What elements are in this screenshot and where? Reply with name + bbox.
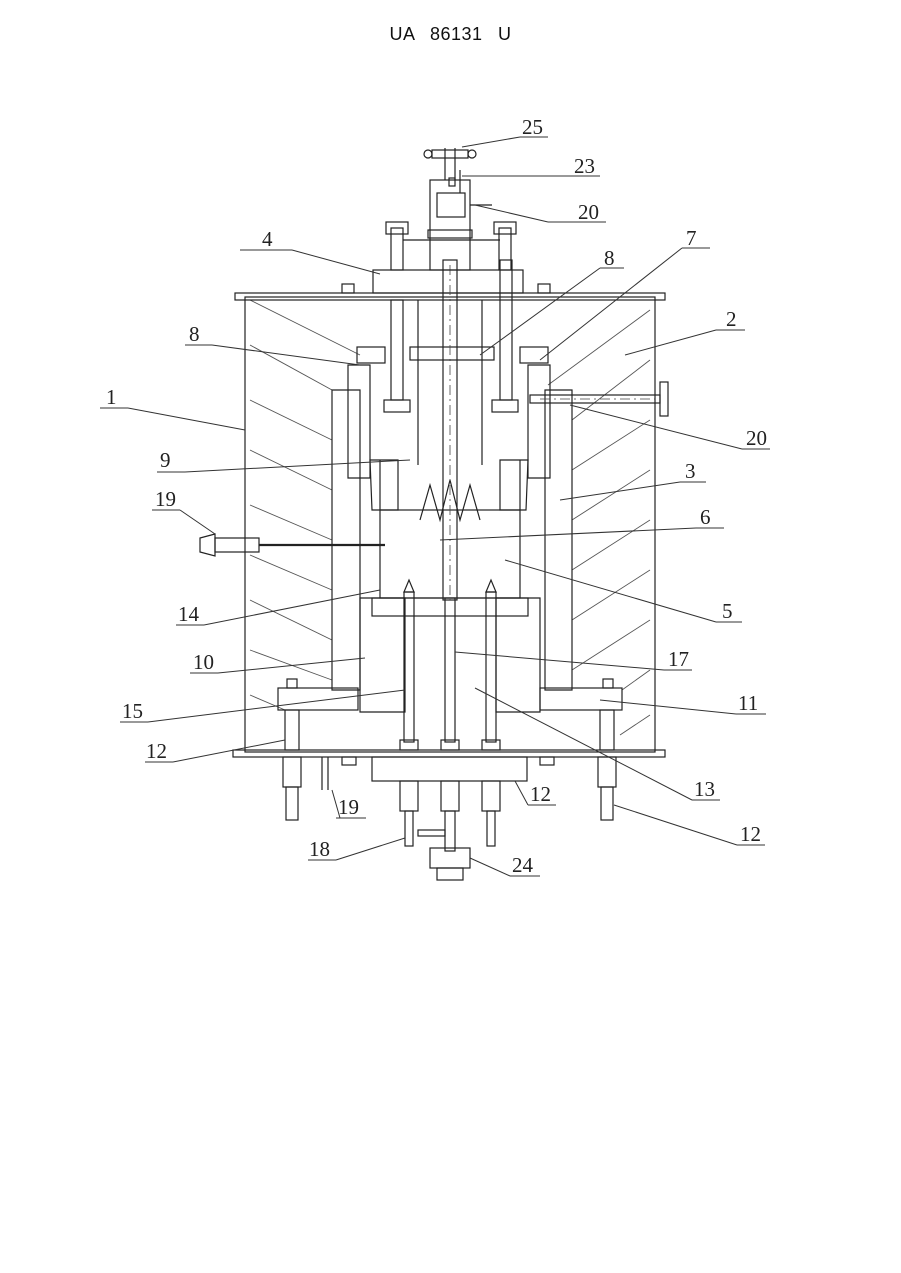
bottom-electrodes <box>400 580 500 880</box>
callout-2: 2 <box>625 307 745 355</box>
callout-labels: 25 23 20 4 7 8 8 2 1 20 9 3 19 6 14 5 10… <box>100 115 770 877</box>
callout-21: 19 <box>152 487 215 534</box>
callout-11: 11 <box>600 691 766 715</box>
callout-19: 19 <box>332 790 366 819</box>
crucible-cover-walls <box>348 347 550 478</box>
callout-18: 18 <box>308 837 405 861</box>
svg-text:10: 10 <box>193 650 214 674</box>
insulation-lining <box>332 390 572 690</box>
svg-text:2: 2 <box>726 307 737 331</box>
callout-4: 4 <box>240 227 380 274</box>
callout-12-left: 12 <box>145 739 285 763</box>
svg-text:6: 6 <box>700 505 711 529</box>
svg-text:9: 9 <box>160 448 171 472</box>
svg-text:20: 20 <box>746 426 767 450</box>
callout-3: 3 <box>560 459 706 500</box>
svg-text:20: 20 <box>578 200 599 224</box>
svg-text:24: 24 <box>512 853 534 877</box>
callout-15: 15 <box>120 690 405 723</box>
svg-text:11: 11 <box>738 691 758 715</box>
callout-1: 1 <box>100 385 245 430</box>
svg-text:14: 14 <box>178 602 200 626</box>
svg-text:23: 23 <box>574 154 595 178</box>
bottom-plate <box>233 750 665 781</box>
callout-8-left: 8 <box>185 322 360 365</box>
svg-text:25: 25 <box>522 115 543 139</box>
svg-text:19: 19 <box>155 487 176 511</box>
callout-14: 12 <box>515 781 556 806</box>
svg-text:12: 12 <box>530 782 551 806</box>
svg-text:5: 5 <box>722 599 733 623</box>
crucible <box>370 460 528 616</box>
callout-25: 25 <box>462 115 548 147</box>
svg-text:8: 8 <box>189 322 200 346</box>
callout-17: 17 <box>455 647 692 671</box>
svg-text:12: 12 <box>146 739 167 763</box>
svg-text:7: 7 <box>686 226 697 250</box>
callout-22: 20 <box>475 200 606 224</box>
svg-text:1: 1 <box>106 385 117 409</box>
support-block <box>278 598 622 712</box>
callout-16: 14 <box>176 590 380 626</box>
svg-text:17: 17 <box>668 647 689 671</box>
svg-text:13: 13 <box>694 777 715 801</box>
callout-24: 24 <box>470 853 540 877</box>
top-studs <box>384 222 518 412</box>
svg-text:3: 3 <box>685 459 696 483</box>
callout-12-right: 12 <box>614 805 765 846</box>
svg-text:8: 8 <box>604 246 615 270</box>
thermocouple <box>200 534 385 556</box>
svg-text:18: 18 <box>309 837 330 861</box>
callout-23: 23 <box>462 154 600 178</box>
svg-text:4: 4 <box>262 227 273 251</box>
callout-20: 20 <box>570 405 770 450</box>
svg-text:15: 15 <box>122 699 143 723</box>
callout-10: 10 <box>190 650 365 674</box>
svg-text:12: 12 <box>740 822 761 846</box>
svg-text:19: 19 <box>338 795 359 819</box>
